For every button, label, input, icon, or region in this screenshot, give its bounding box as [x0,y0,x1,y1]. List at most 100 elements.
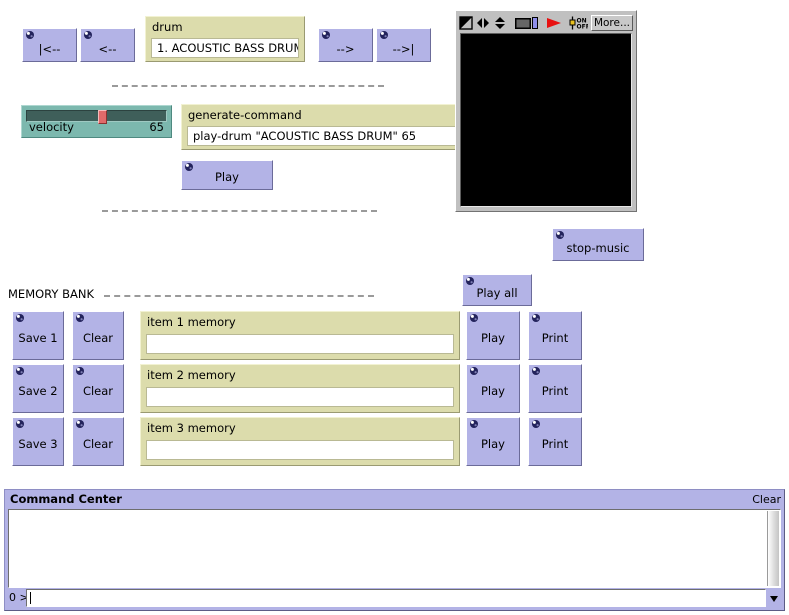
halo-icon [555,230,565,240]
more-button[interactable]: More... [590,14,633,31]
halo-icon [465,276,475,286]
command-center-input[interactable] [26,589,766,607]
save-3-button[interactable]: Save 3 [12,417,64,466]
play-arrow-icon[interactable] [546,16,562,30]
halo-icon [15,366,25,376]
save-3-label: Save 3 [18,437,58,451]
drum-selector-title: drum [152,20,183,34]
save-1-button[interactable]: Save 1 [12,311,64,360]
scale-icon[interactable] [459,15,473,30]
command-center-clear-button[interactable]: Clear [752,493,781,506]
halo-icon [531,419,541,429]
item-2-memory-title: item 2 memory [147,368,236,382]
last-drum-button[interactable]: -->| [376,28,431,62]
command-center-input-row: 0 > [8,589,781,607]
item-2-memory-card: item 2 memory [140,364,460,413]
command-center-transcript[interactable] [8,509,781,588]
halo-icon [531,313,541,323]
clear-2-button[interactable]: Clear [72,364,124,413]
clear-3-button[interactable]: Clear [72,417,124,466]
clear-1-label: Clear [82,331,114,345]
halo-icon [469,419,479,429]
drum-selector-card: drum 1. ACOUSTIC BASS DRUM [145,16,305,62]
horizontal-arrows-icon[interactable] [476,16,490,30]
separator-middle [102,210,377,212]
halo-icon [321,30,331,40]
clear-2-label: Clear [82,384,114,398]
separator-top [112,85,384,87]
play-3-button[interactable]: Play [466,417,520,466]
halo-icon [15,313,25,323]
print-2-button[interactable]: Print [528,364,582,413]
halo-icon [75,366,85,376]
item-1-memory-field[interactable] [146,334,454,354]
halo-icon [75,419,85,429]
item-3-memory-title: item 3 memory [147,421,236,435]
print-3-button[interactable]: Print [528,417,582,466]
command-center-title: Command Center [10,492,122,506]
stop-music-label: stop-music [566,241,630,255]
play-3-label: Play [481,437,505,451]
command-center-prompt: 0 > [9,591,29,604]
on-off-icon[interactable]: ON OFF [568,16,590,30]
separator-memory-bank [104,295,374,297]
velocity-slider-value: 65 [149,120,164,134]
item-3-memory-field[interactable] [146,440,454,460]
item-2-memory-field[interactable] [146,387,454,407]
print-3-label: Print [541,437,569,451]
screen-icon[interactable] [514,16,539,30]
play-2-button[interactable]: Play [466,364,520,413]
velocity-slider[interactable]: velocity 65 [21,105,172,138]
generate-command-title: generate-command [188,108,302,122]
halo-icon [531,366,541,376]
svg-text:OFF: OFF [576,23,588,30]
stop-music-button[interactable]: stop-music [552,228,644,261]
drum-selector-field[interactable]: 1. ACOUSTIC BASS DRUM [151,38,299,58]
first-drum-label: |<-- [38,42,61,56]
play-all-label: Play all [476,286,518,300]
play-button[interactable]: Play [181,160,273,190]
save-2-label: Save 2 [18,384,58,398]
halo-icon [469,366,479,376]
svg-text:ON: ON [576,17,586,24]
item-1-memory-title: item 1 memory [147,315,236,329]
play-button-label: Play [215,170,239,184]
save-2-button[interactable]: Save 2 [12,364,64,413]
play-1-button[interactable]: Play [466,311,520,360]
clear-3-label: Clear [82,437,114,451]
last-drum-label: -->| [392,42,415,56]
command-center-scrollbar[interactable] [767,511,779,586]
clear-1-button[interactable]: Clear [72,311,124,360]
play-1-label: Play [481,331,505,345]
halo-icon [83,30,93,40]
generate-command-field[interactable]: play-drum "ACOUSTIC BASS DRUM" 65 [187,126,495,146]
play-all-button[interactable]: Play all [462,274,532,306]
command-center-dropdown-icon[interactable] [767,589,781,607]
memory-bank-title: MEMORY BANK [8,287,94,301]
item-1-memory-card: item 1 memory [140,311,460,360]
media-player-toolbar: ON OFF More... [459,14,633,31]
text-caret [30,592,31,604]
prev-drum-label: <-- [98,42,117,56]
save-1-label: Save 1 [18,331,58,345]
halo-icon [25,30,35,40]
media-player-panel: ON OFF More... [455,10,637,212]
halo-icon [184,162,194,172]
print-1-label: Print [541,331,569,345]
play-2-label: Play [481,384,505,398]
velocity-slider-track[interactable] [26,110,167,124]
first-drum-button[interactable]: |<-- [22,28,77,62]
halo-icon [379,30,389,40]
velocity-slider-knob[interactable] [97,110,107,124]
velocity-slider-label: velocity [29,120,74,134]
print-1-button[interactable]: Print [528,311,582,360]
command-center-window: Command Center Clear 0 > [4,489,785,611]
halo-icon [469,313,479,323]
next-drum-button[interactable]: --> [318,28,373,62]
prev-drum-button[interactable]: <-- [80,28,135,62]
vertical-arrows-icon[interactable] [493,16,507,30]
halo-icon [75,313,85,323]
media-player-screen[interactable] [460,33,632,207]
print-2-label: Print [541,384,569,398]
halo-icon [15,419,25,429]
